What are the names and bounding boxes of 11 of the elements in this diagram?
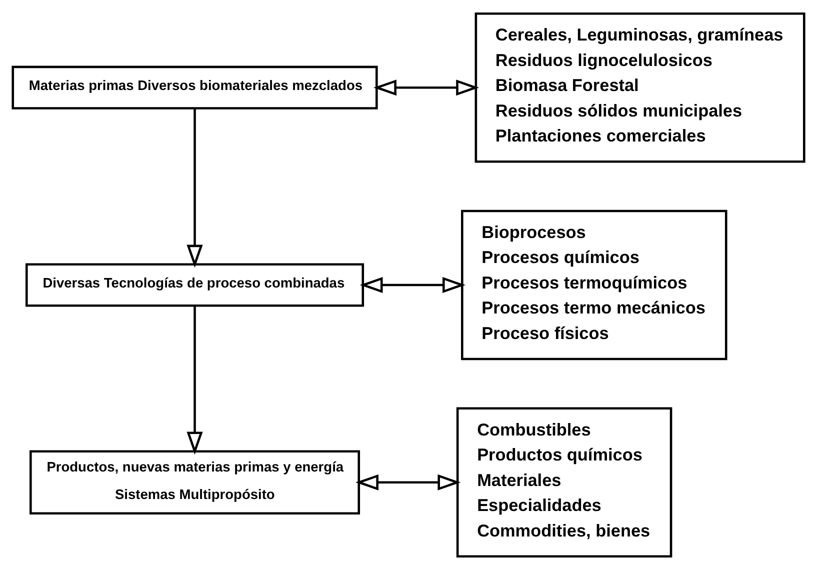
arrow [355,474,461,490]
node-box: Cereales, Leguminosas, gramíneas Residuos lignocelulosicos Biomasa Forestal Residuos sólidos municipales Plantaciones comerciales [474,12,806,163]
arrow [186,306,203,455]
node-box: Materias primas Diversos biomateriales mezclados [12,66,378,110]
arrow [186,108,203,268]
node-box: Productos, nuevas materias primas y energía Sistemas Multipropósito [30,450,360,515]
node-box: Combustibles Productos químicos Materiales Especialidades Commodities, bienes [456,407,672,558]
arrow [373,80,480,96]
arrow [360,276,466,294]
node-box: Diversas Tecnologías de proceso combinadas [25,263,364,307]
node-box: Bioprocesos Procesos químicos Procesos termoquímicos Procesos termo mecánicos Proceso físicos [461,210,728,360]
